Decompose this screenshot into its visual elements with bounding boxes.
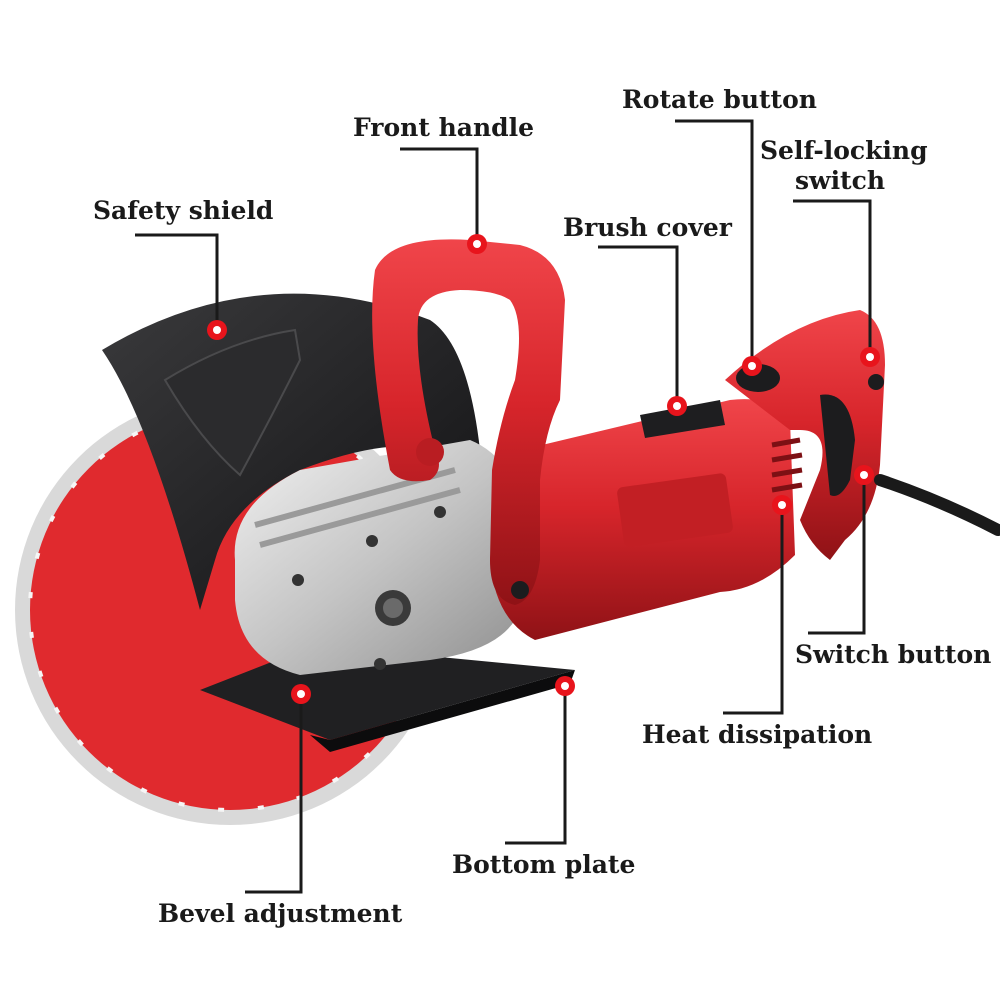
label-front-handle: Front handle	[353, 113, 535, 142]
callout-line-switch-button	[808, 475, 866, 635]
callout-line-brush-cover	[598, 245, 679, 406]
gearbox-housing	[234, 440, 530, 675]
callout-line-heat-dissipation	[723, 505, 784, 715]
label-heat-dissipation: Heat dissipation	[642, 720, 873, 749]
callout-line-rotate-button	[675, 119, 754, 366]
label-self-locking-switch: Self-locking switch	[760, 136, 928, 196]
callout-line-bottom-plate	[505, 686, 567, 845]
label-brush-cover: Brush cover	[563, 213, 732, 242]
label-bevel-adjustment: Bevel adjustment	[158, 899, 403, 928]
marker-bevel-adjustment	[291, 684, 311, 704]
callout-line-bevel-adjustment	[245, 694, 303, 894]
marker-self-locking-switch	[860, 347, 880, 367]
callout-line-safety-shield	[135, 233, 219, 330]
rear-handle	[725, 310, 885, 560]
label-self-locking-switch-line1: Self-locking	[760, 136, 928, 165]
label-rotate-button: Rotate button	[622, 85, 817, 114]
callout-lines	[135, 119, 872, 894]
motor-body	[490, 399, 803, 640]
power-cord	[874, 474, 1000, 536]
marker-bottom-plate	[555, 676, 575, 696]
marker-front-handle	[467, 234, 487, 254]
marker-rotate-button	[742, 356, 762, 376]
label-safety-shield: Safety shield	[93, 196, 274, 225]
marker-brush-cover	[667, 396, 687, 416]
marker-safety-shield	[207, 320, 227, 340]
label-bottom-plate: Bottom plate	[452, 850, 636, 879]
callout-line-self-locking-switch	[793, 199, 872, 357]
callout-line-front-handle	[400, 147, 479, 244]
marker-heat-dissipation	[772, 495, 792, 515]
label-self-locking-switch-line2: switch	[794, 166, 886, 195]
marker-switch-button	[854, 465, 874, 485]
label-switch-button: Switch button	[795, 640, 992, 669]
heat-vents	[771, 437, 803, 493]
front-handle	[372, 239, 565, 605]
